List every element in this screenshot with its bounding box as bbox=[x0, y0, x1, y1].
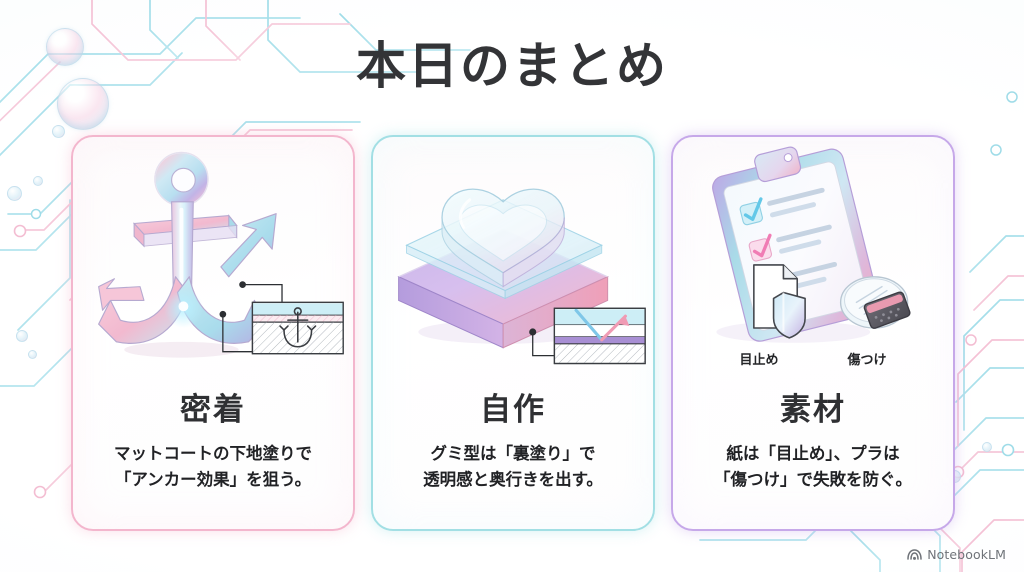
bubble-decoration bbox=[57, 78, 109, 130]
bubble-decoration bbox=[28, 350, 37, 359]
notebooklm-watermark: NotebookLM bbox=[907, 547, 1006, 562]
card-description-line-2: 「アンカー効果」を狙う。 bbox=[114, 469, 312, 489]
card-heading: 密着 bbox=[180, 392, 246, 428]
card-description: 紙は「目止め」、プラは 「傷つけ」で失敗を防ぐ。 bbox=[688, 441, 938, 492]
notebooklm-logo-icon bbox=[907, 548, 922, 561]
bubble-decoration bbox=[33, 176, 43, 186]
card-description-line-2: 「傷つけ」で失敗を防ぐ。 bbox=[714, 469, 912, 489]
heart-mold-layers-icon bbox=[373, 137, 653, 382]
material-icon-captions: 目止め 傷つけ bbox=[673, 349, 953, 368]
card-heading: 自作 bbox=[480, 392, 546, 428]
anchor-cross-section-icon bbox=[73, 137, 353, 382]
bubble-decoration bbox=[7, 186, 22, 201]
icon-caption-scuffing: 傷つけ bbox=[847, 353, 887, 368]
bubble-decoration bbox=[52, 125, 65, 138]
card-description: グミ型は「裏塗り」で 透明感と奥行きを出す。 bbox=[388, 441, 638, 492]
summary-card-material[interactable]: 目止め 傷つけ 素材 紙は「目止め」、プラは 「傷つけ」で失敗を防ぐ。 bbox=[671, 135, 955, 531]
summary-card-diy-mold[interactable]: 自作 グミ型は「裏塗り」で 透明感と奥行きを出す。 bbox=[371, 135, 655, 531]
summary-cards-row: 密着 マットコートの下地塗りで 「アンカー効果」を狙う。 bbox=[71, 135, 955, 531]
notebooklm-label: NotebookLM bbox=[927, 547, 1006, 562]
icon-caption-sealing: 目止め bbox=[739, 353, 779, 368]
card-description-line-1: マットコートの下地塗りで bbox=[114, 444, 312, 463]
bubble-decoration bbox=[982, 442, 992, 452]
page-title: 本日のまとめ bbox=[356, 37, 668, 95]
card-description: マットコートの下地塗りで 「アンカー効果」を狙う。 bbox=[88, 441, 338, 492]
card-description-line-1: グミ型は「裏塗り」で bbox=[430, 444, 596, 463]
bubble-decoration bbox=[46, 28, 84, 66]
card-description-line-2: 透明感と奥行きを出す。 bbox=[423, 469, 603, 489]
card-heading: 素材 bbox=[780, 392, 846, 428]
bubble-decoration bbox=[16, 330, 28, 342]
summary-card-adhesion[interactable]: 密着 マットコートの下地塗りで 「アンカー効果」を狙う。 bbox=[71, 135, 355, 531]
card-description-line-1: 紙は「目止め」、プラは bbox=[726, 444, 900, 463]
clipboard-checklist-icon: 目止め 傷つけ bbox=[673, 137, 953, 382]
